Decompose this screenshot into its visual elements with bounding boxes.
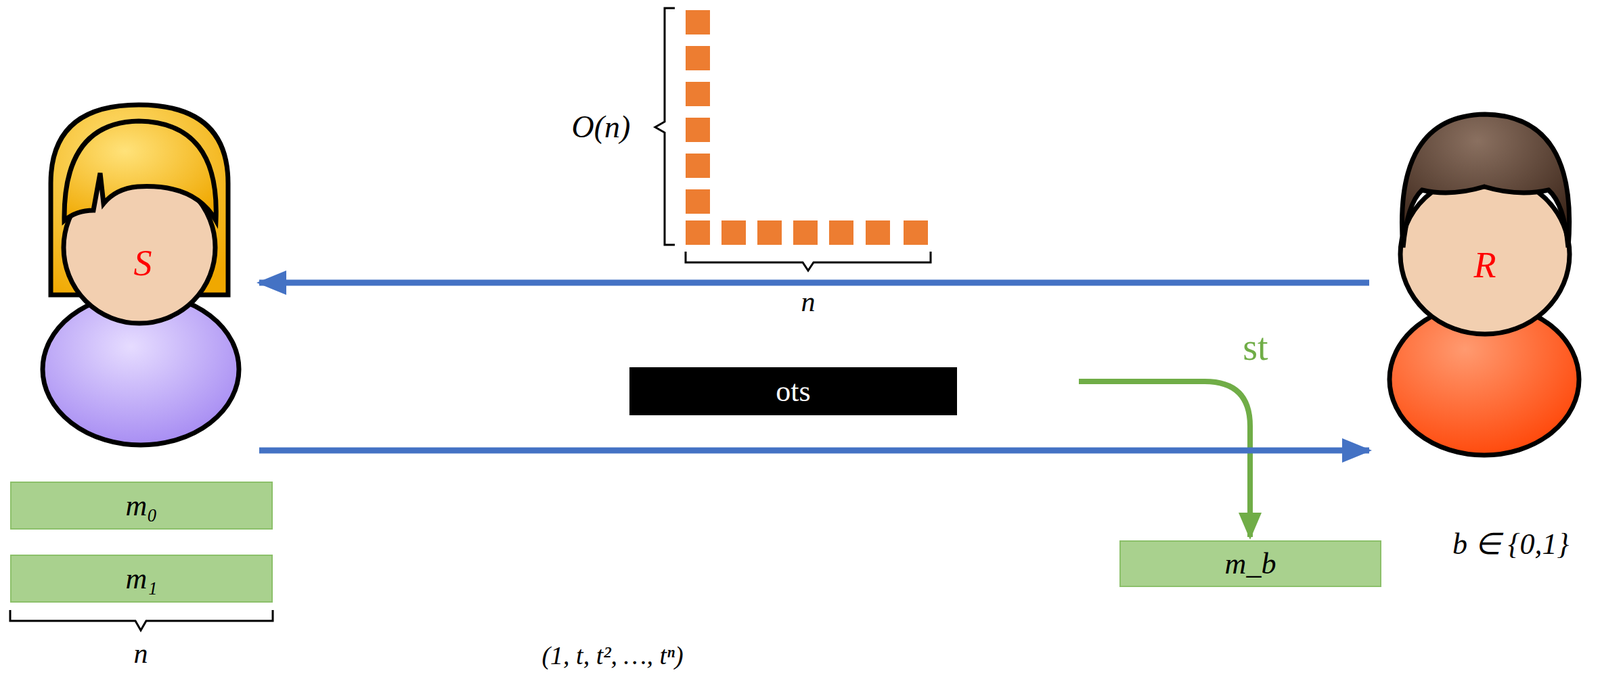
receiver-figure-node: R	[1382, 102, 1588, 460]
ots-box: ots	[629, 367, 958, 416]
sender-figure-node: S	[35, 102, 246, 449]
message-box: m₀	[10, 481, 273, 530]
vector-label: (1, t, t², …, tⁿ)	[541, 642, 683, 671]
box-label: ots	[775, 374, 811, 409]
party-letter: S	[134, 245, 153, 282]
message-box: m_b	[1119, 540, 1382, 588]
brace	[685, 251, 931, 271]
box-label: m₀	[125, 488, 158, 524]
matrix-squares	[685, 10, 928, 246]
dimension-label: n	[801, 286, 816, 318]
choice-bit-label: b ∈ {0,1}	[1452, 528, 1569, 562]
box-label: m_b	[1225, 546, 1277, 582]
message-box: m₁	[10, 554, 273, 604]
brace	[655, 8, 675, 246]
state-label: st	[1242, 326, 1268, 369]
message-arrow	[259, 448, 1370, 455]
state-arrow	[1078, 381, 1251, 538]
brace	[10, 610, 273, 631]
party-letter: R	[1474, 247, 1497, 284]
box-label: m₁	[125, 561, 158, 597]
dimension-label: O(n)	[571, 110, 631, 145]
dimension-label: n	[134, 638, 149, 670]
message-arrow	[259, 280, 1370, 287]
